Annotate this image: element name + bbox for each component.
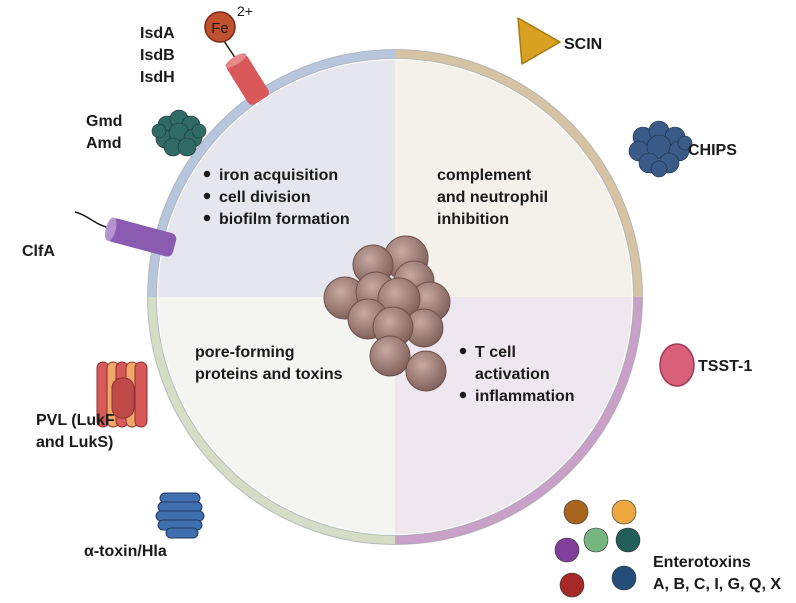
enterotoxin-dot [563,499,589,525]
enterotoxins-label-line-1: Enterotoxins [653,554,751,571]
isd-label-line-3: IsdH [140,69,175,86]
alpha-toxin-subunit [165,527,199,539]
scin: SCIN [517,17,602,65]
pvl-subunit [134,361,148,428]
gmd-amd: Gmd Amd [86,109,207,157]
bullet-t-cell: T cell [475,344,516,361]
staphylococcus-cluster [323,235,451,392]
fe-label: Fe [211,20,229,37]
bacterium-cell [369,335,411,377]
enterotoxins: Enterotoxins A, B, C, I, G, Q, X [554,499,781,598]
enterotoxin-dots [554,499,641,598]
pvl-pore-icon [96,361,148,428]
clfa-cylinder [107,218,177,257]
cell-wall-bottom-right [394,296,643,545]
gmd-label: Gmd [86,113,122,130]
gmd-amd-subunit [177,137,197,157]
enterotoxin-dot [583,527,609,553]
pvl-label-line-1: PVL (LukF [36,412,115,429]
cell-wall-bottom-left [147,296,396,545]
alpha-toxin-icon [155,492,205,539]
isd-label-line-1: IsdA [140,25,175,42]
cell-wall-top-right [394,49,643,298]
enterotoxin-dot [611,565,637,591]
quadrant-bottom-left-text: pore-forming proteins and toxins [195,344,343,383]
scin-label: SCIN [564,36,602,53]
quadrant-bottom-right-text: T cell activation inflammation [459,344,575,405]
enterotoxin-dot [554,537,580,563]
clfa: ClfA [22,211,177,260]
gmd-amd-subunit [151,123,167,139]
bullet-iron-acquisition: iron acquisition [219,167,338,184]
complement-line-2: and neutrophil [437,189,548,206]
bullet-inflammation: inflammation [475,388,575,405]
bullet-biofilm-formation: biofilm formation [219,211,350,228]
pvl-label-line-2: and LukS) [36,434,113,451]
tsst1-icon [659,343,695,387]
tsst1: TSST-1 [659,343,752,387]
fe-ion [204,11,236,43]
chips-subunit [677,135,693,151]
complement-line-1: complement [437,167,532,184]
scin-triangle-icon [517,17,561,65]
bullet-cell-division: cell division [219,189,311,206]
enterotoxin-dot [611,499,637,525]
quadrant-top-right-text: complement and neutrophil inhibition [437,167,548,228]
tsst1-label: TSST-1 [698,358,752,375]
enterotoxin-dot [615,527,641,553]
alpha-toxin-label: α-toxin/Hla [84,543,167,560]
pore-forming-line-2: proteins and toxins [195,366,343,383]
clfa-label: ClfA [22,243,55,260]
pvl: PVL (LukF and LukS) [36,361,148,451]
gmd-amd-subunit [191,123,207,139]
pore-forming-line-1: pore-forming [195,344,295,361]
bacterium-cell [405,350,447,392]
isd-cylinder [226,55,270,105]
complement-line-3: inhibition [437,211,509,228]
pvl-core [111,377,135,419]
amd-label: Amd [86,135,122,152]
enterotoxins-label-line-2: A, B, C, I, G, Q, X [653,576,781,593]
isd-receptor: IsdA IsdB IsdH Fe 2+ [140,3,270,105]
bullet-activation: activation [475,366,550,383]
gmd-amd-protein-icon [151,109,207,157]
chips-protein-icon [628,120,693,178]
fe-charge: 2+ [237,3,253,19]
isd-label-line-2: IsdB [140,47,175,64]
chips-label: CHIPS [688,142,737,159]
alpha-toxin: α-toxin/Hla [84,492,205,560]
quadrant-top-left-text: iron acquisition cell division biofilm f… [203,167,350,228]
chips: CHIPS [628,120,737,178]
enterotoxin-dot [559,572,585,598]
chips-subunit [650,160,668,178]
